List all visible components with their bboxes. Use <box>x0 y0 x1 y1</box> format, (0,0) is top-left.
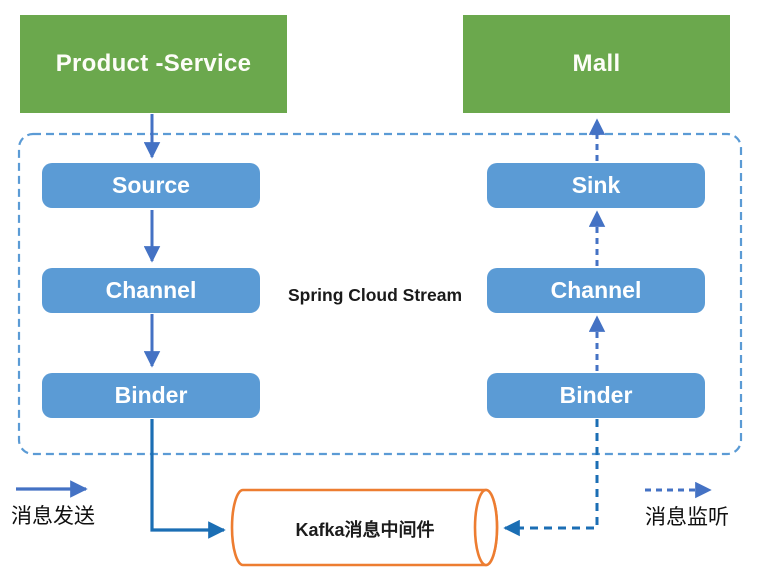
connector-kafka-to-binder <box>503 419 599 537</box>
send-binder-node: Binder <box>42 373 260 418</box>
source-node: Source <box>42 163 260 208</box>
sink-node: Sink <box>487 163 705 208</box>
listen-binder-node: Binder <box>487 373 705 418</box>
producer-service-node: Product -Service <box>20 15 287 113</box>
legend-send-label: 消息发送 <box>11 505 95 528</box>
stream-frame-border <box>17 132 743 456</box>
spring-cloud-stream-label: Spring Cloud Stream <box>287 285 463 305</box>
kafka-cylinder-cap <box>473 488 499 567</box>
listen-channel-node: Channel <box>487 268 705 313</box>
legend-listen-label: 消息监听 <box>645 506 729 529</box>
send-channel-node: Channel <box>42 268 260 313</box>
kafka-middleware-label: Kafka消息中间件 <box>295 520 435 540</box>
connector-binder-to-kafka <box>150 419 226 539</box>
mall-node: Mall <box>463 15 730 113</box>
